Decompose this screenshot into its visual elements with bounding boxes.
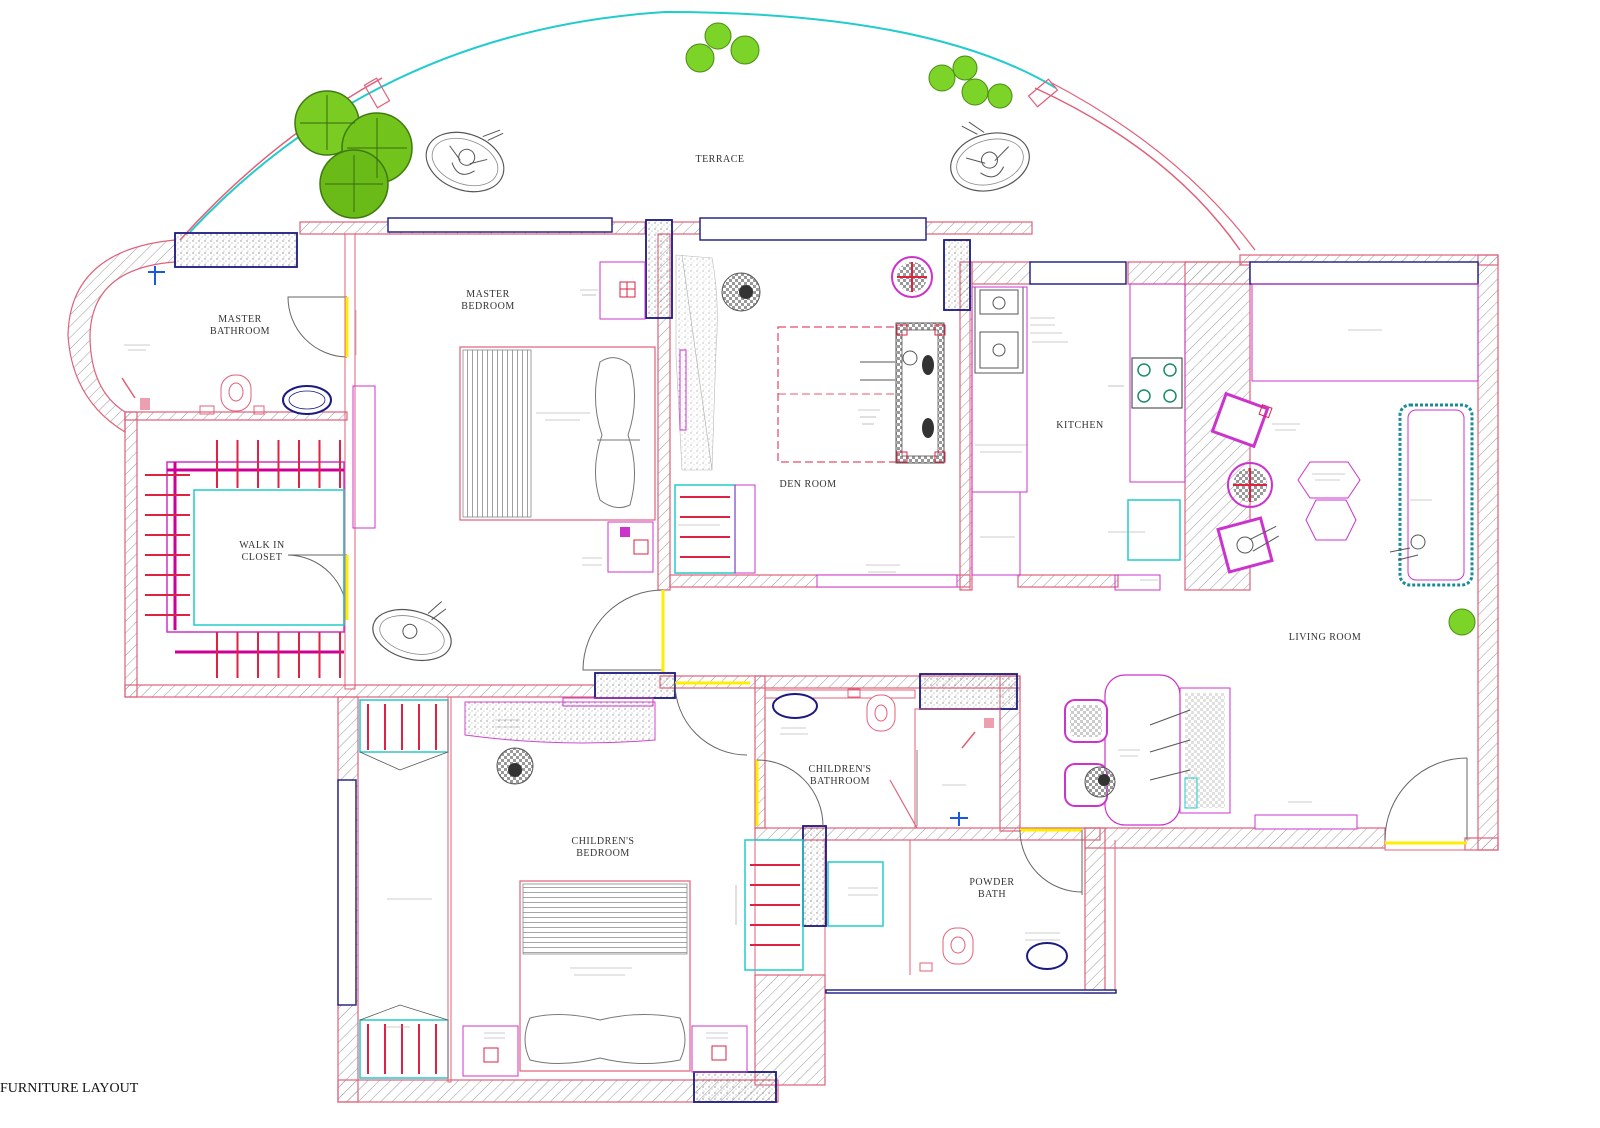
label-walk-in-2: CLOSET: [242, 552, 283, 563]
label-childrens-bedroom-1: CHILDREN'S: [572, 836, 635, 847]
tree-cluster-left: [294, 90, 413, 219]
living-furniture: [1064, 283, 1479, 830]
room-labels: TERRACE MASTER BATHROOM MASTER BEDROOM W…: [210, 154, 1361, 900]
label-walk-in-1: WALK IN: [239, 540, 284, 551]
label-master-bedroom-2: BEDROOM: [461, 301, 515, 312]
doors: [287, 296, 1468, 895]
plant-living-room: [1448, 608, 1476, 636]
shrub-cluster-top: [685, 22, 760, 73]
label-living-room: LIVING ROOM: [1289, 632, 1361, 643]
master-bathroom-fixtures: [121, 266, 332, 415]
annotation-marks: [124, 289, 1432, 1039]
walk-in-closet-racks: [145, 440, 345, 678]
drawing-title: FURNITURE LAYOUT: [0, 1081, 139, 1096]
label-den-room: DEN ROOM: [779, 479, 836, 490]
label-childrens-bathroom-2: BATHROOM: [810, 776, 870, 787]
windows: [387, 217, 1479, 994]
childrens-bathroom-fixtures: [772, 688, 994, 826]
label-kitchen: KITCHEN: [1056, 420, 1103, 431]
label-powder-bath-2: BATH: [978, 889, 1006, 900]
shrub-cluster-right: [928, 55, 1013, 109]
terrace-lounger-right: [950, 121, 1030, 192]
powder-bath-fixtures: [919, 927, 1068, 972]
label-childrens-bathroom-1: CHILDREN'S: [809, 764, 872, 775]
childrens-bedroom-furniture: [337, 696, 884, 1083]
den-furniture: [674, 254, 958, 588]
label-terrace: TERRACE: [695, 154, 744, 165]
master-bed: [459, 261, 656, 573]
label-powder-bath-1: POWDER: [969, 877, 1014, 888]
columns: [174, 219, 1018, 1103]
kitchen-fixtures: [971, 283, 1186, 591]
master-lounger: [372, 601, 452, 661]
terrace-lounger-left: [425, 129, 505, 193]
label-childrens-bedroom-2: BEDROOM: [576, 848, 630, 859]
label-master-bedroom-1: MASTER: [466, 289, 510, 300]
label-master-bathroom-1: MASTER: [218, 314, 262, 325]
partitions: [344, 233, 1001, 829]
label-master-bathroom-2: BATHROOM: [210, 326, 270, 337]
